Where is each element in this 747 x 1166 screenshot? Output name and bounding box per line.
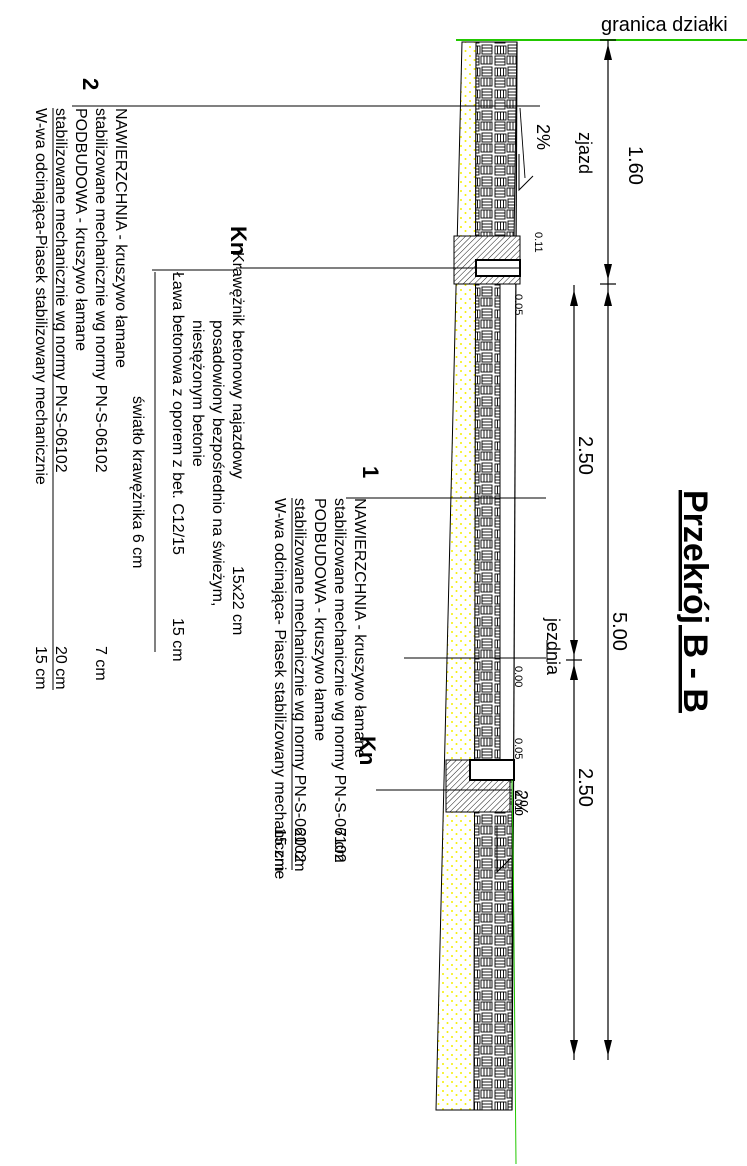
axis-level: 0.00	[512, 666, 524, 687]
level-kerb-right-top: 0.05	[512, 738, 524, 759]
legend-2-layer-2: PODBUDOWA - kruszywo łamane	[72, 108, 89, 351]
kerb-line-1-value: 15x22 cm	[229, 566, 246, 635]
kerb-left	[453, 235, 521, 285]
legend-1-layer-1: stabilizowane mechanicznie wg normy PN-S…	[331, 498, 348, 863]
kerb-line-1: Krawężnik betonowy najazdowy	[229, 252, 246, 479]
legend-1-value-1: 7 cm	[331, 828, 348, 863]
sand-layer	[435, 41, 477, 1111]
leader-lines	[72, 105, 548, 791]
slope-jezdnia: 2%	[511, 790, 531, 816]
kerb-line-2: posadowiony bezpośrednio na świeżym,	[209, 320, 226, 606]
dimension-arrows	[570, 44, 612, 1056]
dimension-lines	[566, 39, 616, 1060]
jezdnia-label: jezdnia	[543, 617, 563, 676]
dim-lane-left: 2.50	[574, 436, 596, 475]
legend-1-value-4: 15 cm	[271, 828, 288, 872]
legend-2-layer-0: NAWIERZCHNIA - kruszywo łamane	[112, 108, 129, 368]
legend-1-layer-2: PODBUDOWA - kruszywo łamane	[311, 498, 328, 741]
legend-1-layer-4: W-wa odcinająca- Piasek stabilizowany me…	[271, 498, 288, 879]
kerb-tag-right: Kn	[355, 736, 380, 765]
legend-1-number: 1	[358, 466, 383, 478]
level-kerb-left-bottom: 0.05	[512, 294, 524, 315]
pavement-layer	[473, 41, 518, 1111]
kerb-line-3: niestężonym betonie	[189, 320, 206, 467]
legend-1-layer-3: stabilizowane mechanicznie wg normy PN-S…	[291, 498, 308, 863]
legend-2-number: 2	[78, 78, 103, 90]
surface-line	[511, 41, 518, 1111]
legend-2-layer-1: stabilizowane mechanicznie wg normy PN-S…	[92, 108, 109, 473]
slope-zjazd-arrow	[518, 154, 534, 192]
kerb-line-5: światło krawężnika 6 cm	[129, 396, 146, 569]
level-kerb-left-top: 0.11	[532, 232, 544, 253]
dim-total: 5.00	[608, 612, 630, 651]
legend-1-value-3: 20 cm	[291, 828, 308, 872]
legend-2-value-4: 15 cm	[32, 646, 49, 690]
legend-2-layer-4: W-wa odcinająca-Piasek stabilizowany mec…	[32, 108, 49, 485]
slope-jezdnia-arrow	[496, 826, 512, 874]
kerb-line-4-value: 15 cm	[169, 618, 186, 662]
dim-zjazd-value: 1.60	[624, 146, 646, 185]
kerb-right	[445, 759, 515, 813]
kerb-tag-left: Kn	[226, 226, 251, 255]
kerb-line-4: Ława betonowa z oporem z bet. C12/15	[169, 272, 186, 555]
dim-zjazd-label: zjazd	[575, 132, 595, 174]
legend-2-value-1: 7 cm	[92, 646, 109, 681]
dim-lane-right: 2.50	[574, 768, 596, 807]
legend-2-value-3: 20 cm	[52, 646, 69, 690]
slope-zjazd: 2%	[533, 124, 553, 150]
legend-2-layer-3: stabilizowane mechanicznie wg normy PN-S…	[52, 108, 69, 473]
legend-1-layer-0: NAWIERZCHNIA - kruszywo łamane	[351, 498, 368, 758]
title: Przekrój B - B	[676, 490, 714, 713]
boundary-label: granica działki	[601, 14, 728, 36]
terrain-line	[511, 779, 517, 1165]
level-kerb-right-bottom: 0.01	[512, 790, 524, 811]
